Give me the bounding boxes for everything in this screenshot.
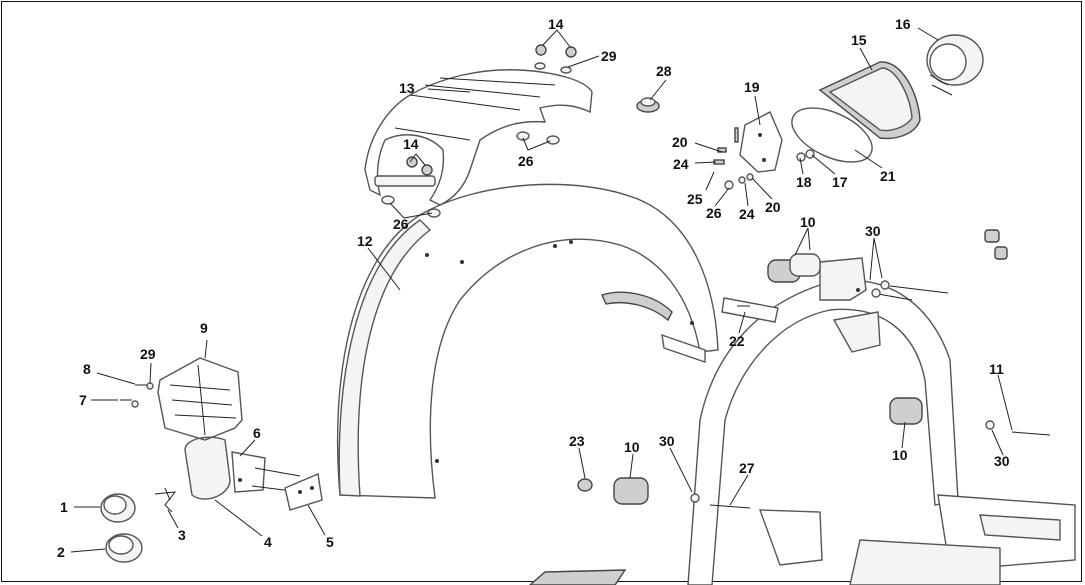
callout-24-upper: 24 <box>673 156 689 172</box>
mounting-plate <box>721 297 779 323</box>
bracket <box>284 473 323 511</box>
callout-1: 1 <box>60 499 68 515</box>
callout-27: 27 <box>739 460 755 476</box>
callout-26-fender: 26 <box>393 216 409 232</box>
small-fittings <box>984 229 1008 260</box>
rear-frame <box>528 257 1076 585</box>
callout-25: 25 <box>687 191 703 207</box>
callout-19: 19 <box>744 79 760 95</box>
callout-9: 9 <box>200 320 208 336</box>
callout-5: 5 <box>326 534 334 550</box>
callout-11: 11 <box>989 361 1004 377</box>
callout-8: 8 <box>83 361 91 377</box>
callout-2: 2 <box>57 544 65 560</box>
clip <box>154 487 177 513</box>
callout-14-lower: 14 <box>403 136 419 152</box>
clamp-housing <box>184 436 301 500</box>
callout-29-left: 29 <box>140 346 156 362</box>
reflector-upper <box>100 493 136 523</box>
rear-fender <box>336 183 719 499</box>
callout-20-lower: 20 <box>765 199 781 215</box>
lamp-guard <box>157 357 243 441</box>
callout-21: 21 <box>880 168 896 184</box>
leader-lines <box>70 27 1013 553</box>
callout-30-lower: 30 <box>659 433 675 449</box>
callout-4: 4 <box>264 534 272 550</box>
rack-fasteners <box>381 44 577 218</box>
callout-26-lamp: 26 <box>706 205 722 221</box>
callout-30-top: 30 <box>865 223 881 239</box>
tail-lamp-assembly <box>713 34 984 190</box>
callout-18: 18 <box>796 174 812 190</box>
callout-10-lower: 10 <box>624 439 640 455</box>
callout-12: 12 <box>357 233 373 249</box>
callout-labels: 1 2 3 4 5 6 7 8 9 29 12 13 14 14 29 26 2… <box>57 16 1010 560</box>
callout-20-upper: 20 <box>672 134 688 150</box>
callout-7: 7 <box>79 392 87 408</box>
screws-left <box>120 382 154 408</box>
callout-22: 22 <box>729 333 745 349</box>
callout-30-right: 30 <box>994 453 1010 469</box>
grommet <box>636 97 660 113</box>
callout-13: 13 <box>399 80 415 96</box>
callout-14-top: 14 <box>548 16 564 32</box>
reflector-lower <box>105 533 143 563</box>
callout-26-rack: 26 <box>518 153 534 169</box>
callout-16: 16 <box>895 16 911 32</box>
callout-29-top: 29 <box>601 48 617 64</box>
callout-24-lower: 24 <box>739 206 755 222</box>
nut <box>577 478 593 492</box>
callout-10-top: 10 <box>800 214 816 230</box>
callout-10-right: 10 <box>892 447 908 463</box>
rubber-mounts <box>613 253 923 505</box>
callout-17: 17 <box>832 174 848 190</box>
callout-28: 28 <box>656 63 672 79</box>
bolts <box>690 280 1051 509</box>
callout-6: 6 <box>253 425 261 441</box>
luggage-rack <box>364 69 593 206</box>
callout-23: 23 <box>569 433 585 449</box>
callout-3: 3 <box>178 527 186 543</box>
callout-15: 15 <box>851 32 867 48</box>
